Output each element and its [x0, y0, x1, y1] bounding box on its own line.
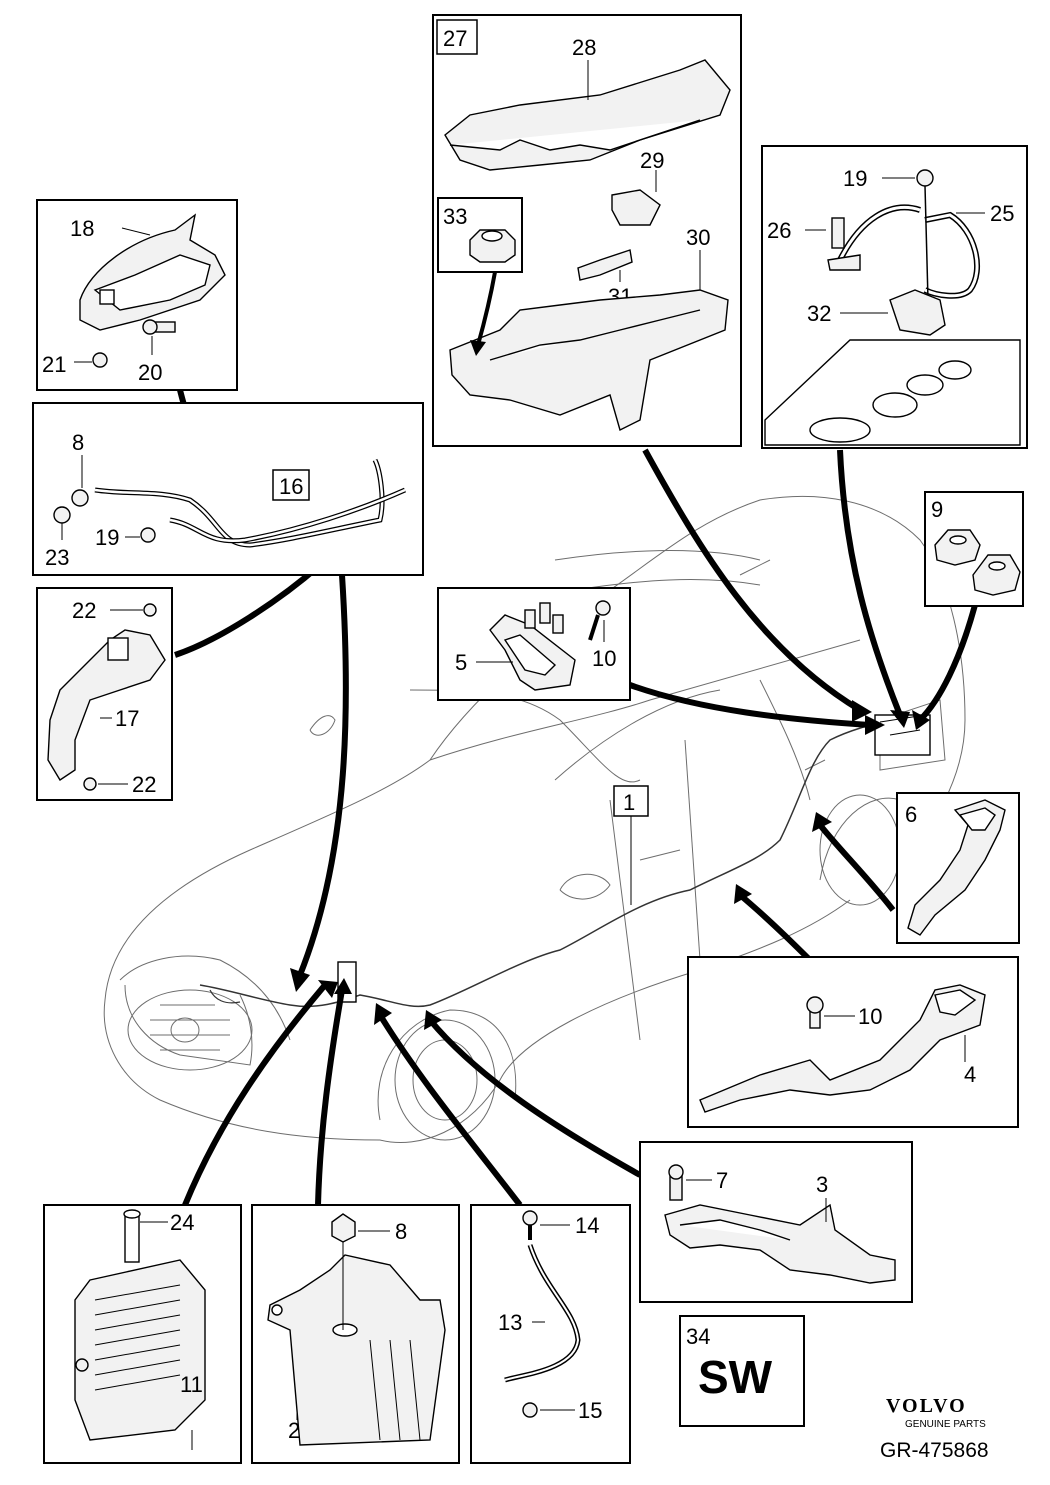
callout-24: 24	[170, 1210, 194, 1235]
box-module-11: 24 11	[43, 1204, 242, 1464]
callout-16: 16	[279, 474, 303, 499]
callout-18: 18	[70, 216, 94, 241]
callout-27: 27	[443, 26, 467, 51]
callout-20: 20	[138, 360, 162, 385]
callout-30: 30	[686, 225, 710, 250]
diagram-reference: GR-475868	[880, 1439, 989, 1462]
callout-34: 34	[686, 1324, 710, 1349]
box-nuts-9: 9	[924, 491, 1024, 607]
callout-21: 21	[42, 352, 66, 377]
box-bracket-18: 18 21 20	[36, 199, 238, 391]
box-ground-cable-13: 14 13 15	[470, 1204, 631, 1464]
callout-7: 7	[716, 1168, 728, 1193]
callout-9: 9	[931, 497, 943, 522]
callout-8-bracket: 8	[395, 1219, 407, 1244]
callout-3: 3	[816, 1172, 828, 1197]
software-label: SW	[698, 1351, 773, 1403]
callout-19-battery: 19	[843, 166, 867, 191]
callout-29: 29	[640, 148, 664, 173]
callout-28: 28	[572, 35, 596, 60]
tag-harness-1: 1	[613, 785, 649, 905]
callout-11: 11	[180, 1372, 203, 1397]
brand-logo: VOLVO	[886, 1395, 967, 1417]
callout-10-bracket: 10	[858, 1004, 882, 1029]
box-bracket-2: 8 2	[251, 1204, 460, 1464]
callout-8: 8	[72, 430, 84, 455]
callout-1: 1	[623, 790, 635, 815]
brand-block: VOLVO GENUINE PARTS GR-475868	[880, 1395, 989, 1462]
callout-4: 4	[964, 1062, 976, 1087]
callout-26: 26	[767, 218, 791, 243]
brand-subtitle: GENUINE PARTS	[905, 1419, 986, 1430]
callout-32: 32	[807, 301, 831, 326]
callout-25: 25	[990, 201, 1014, 226]
callout-17: 17	[115, 706, 139, 731]
callout-5: 5	[455, 650, 467, 675]
callout-10-holder: 10	[592, 646, 616, 671]
box-holder-5: 5 10	[437, 587, 631, 701]
box-software-34: 34 SW	[679, 1315, 805, 1427]
box-cable-16: 16 8 23 19	[32, 402, 424, 576]
callout-2: 2	[288, 1418, 300, 1443]
callout-19: 19	[95, 525, 119, 550]
box-battery-cables: 19 25 26 32	[761, 145, 1028, 449]
callout-33: 33	[443, 204, 467, 229]
callout-22-bottom: 22	[132, 772, 156, 797]
callout-14: 14	[575, 1213, 599, 1238]
box-bracket-4: 10 4	[687, 956, 1019, 1128]
callout-15: 15	[578, 1398, 602, 1423]
box-cover-27: 27 28 29 31 30 33	[432, 14, 742, 447]
callout-6: 6	[905, 802, 917, 827]
box-clip-6: 6	[896, 792, 1020, 944]
callout-22-top: 22	[72, 598, 96, 623]
box-bracket-3: 7 3	[639, 1141, 913, 1303]
callout-23: 23	[45, 545, 69, 570]
callout-13: 13	[498, 1310, 522, 1335]
box-bracket-17: 22 17 22	[36, 587, 173, 801]
